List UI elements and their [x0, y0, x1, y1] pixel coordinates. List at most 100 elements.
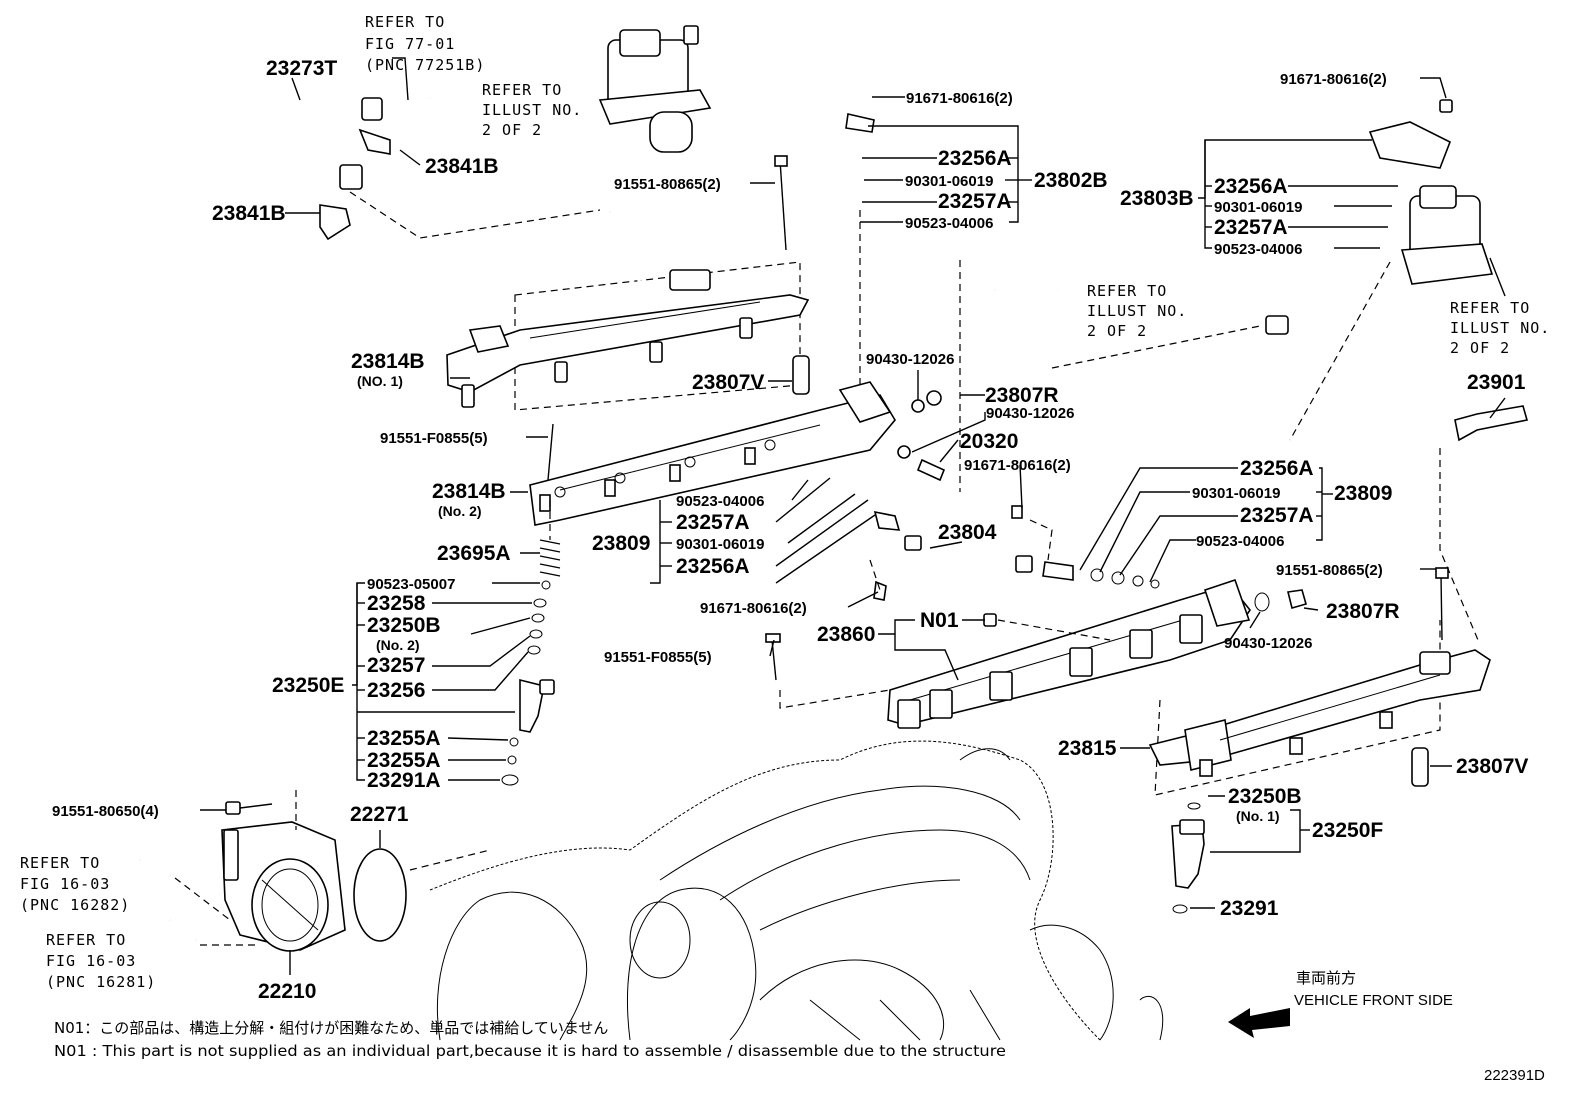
part-23809-left[interactable]: 23809 — [592, 532, 650, 555]
ref-illust-c-line1: REFER TO — [1450, 299, 1530, 317]
part-23257[interactable]: 23257 — [367, 654, 425, 677]
part-23814B-no1[interactable]: 23814B — [351, 350, 425, 373]
vehicle-front-arrow — [1228, 1008, 1290, 1038]
part-23258[interactable]: 23258 — [367, 592, 426, 615]
part-23250B-no1[interactable]: 23250B — [1228, 785, 1302, 808]
ref-illust-a-line2: ILLUST NO. — [482, 101, 582, 119]
ref-illust-a-line1: REFER TO — [482, 81, 562, 99]
fuel-pump-top-drawing — [598, 25, 875, 400]
part-23257A-top[interactable]: 23257A — [938, 190, 1012, 213]
part-23291A[interactable]: 23291A — [367, 769, 441, 792]
part-23807V-right[interactable]: 23807V — [1456, 755, 1528, 778]
part-23814B-no2-sub: (No. 2) — [438, 503, 482, 519]
part-90523-05007[interactable]: 90523-05007 — [367, 576, 455, 593]
part-90523-04006-right2[interactable]: 90523-04006 — [1196, 533, 1284, 550]
part-23256A-mid[interactable]: 23256A — [676, 555, 750, 578]
fuel-pump-right-drawing — [1051, 99, 1529, 641]
part-23807R-mid[interactable]: 23807R — [985, 384, 1059, 407]
part-91671-80616-low[interactable]: 91671-80616(2) — [700, 600, 807, 617]
part-23815[interactable]: 23815 — [1058, 737, 1117, 760]
ref-fig16-a-line2: FIG 16-03 — [20, 875, 110, 893]
part-23803B[interactable]: 23803B — [1120, 187, 1194, 210]
part-90523-04006-mid[interactable]: 90523-04006 — [676, 493, 764, 510]
throttle-body-drawing — [138, 790, 491, 952]
hose-ref-drawing — [991, 287, 1063, 323]
fuel-rail-no1-drawing — [446, 155, 810, 411]
part-91551-F0855-a[interactable]: 91551-F0855(5) — [380, 430, 488, 447]
part-23695A[interactable]: 23695A — [437, 542, 511, 565]
ref-illust-b-line2: ILLUST NO. — [1087, 302, 1187, 320]
part-23901[interactable]: 23901 — [1467, 371, 1526, 394]
part-23841B-lower[interactable]: 23841B — [212, 202, 286, 225]
ref-fig77-line3: (PNC 77251B) — [365, 56, 485, 74]
part-91551-F0855-b[interactable]: 91551-F0855(5) — [604, 649, 712, 666]
part-23250B-no1-sub: (No. 1) — [1236, 808, 1280, 824]
part-90301-06019-mid[interactable]: 90301-06019 — [676, 536, 764, 553]
part-23256A-right[interactable]: 23256A — [1214, 175, 1288, 198]
part-23256[interactable]: 23256 — [367, 679, 425, 702]
ref-illust-c-line2: ILLUST NO. — [1450, 319, 1550, 337]
part-90523-04006-right[interactable]: 90523-04006 — [1214, 241, 1302, 258]
part-20320[interactable]: 20320 — [960, 430, 1018, 453]
part-23255A-b[interactable]: 23255A — [367, 749, 441, 772]
part-23257A-mid[interactable]: 23257A — [676, 511, 750, 534]
part-90301-06019-right[interactable]: 90301-06019 — [1214, 199, 1302, 216]
part-90301-06019-top[interactable]: 90301-06019 — [905, 173, 993, 190]
part-23841B-upper[interactable]: 23841B — [425, 155, 499, 178]
part-23814B-no1-sub: (NO. 1) — [357, 373, 403, 389]
note-n01-en: N01 : This part is not supplied as an in… — [54, 1042, 1006, 1060]
part-22271[interactable]: 22271 — [350, 803, 409, 826]
ref-illust-c-line3: 2 OF 2 — [1450, 339, 1510, 357]
vehicle-front-jp: 車両前方 — [1296, 970, 1356, 987]
part-23250E[interactable]: 23250E — [272, 674, 344, 697]
ref-fig16-b-line3: (PNC 16281) — [46, 973, 156, 991]
part-labels: REFER TO FIG 77-01 (PNC 77251B) 23273T 2… — [20, 13, 1550, 1084]
part-23291[interactable]: 23291 — [1220, 897, 1279, 920]
hose-23273T-drawing — [263, 90, 601, 241]
ref-fig16-b-line1: REFER TO — [46, 931, 126, 949]
part-23860[interactable]: 23860 — [817, 623, 875, 646]
part-91671-80616-top[interactable]: 91671-80616(2) — [906, 90, 1013, 107]
part-23807R-right[interactable]: 23807R — [1326, 600, 1400, 623]
ref-illust-b-line3: 2 OF 2 — [1087, 322, 1147, 340]
part-22210[interactable]: 22210 — [258, 980, 316, 1003]
part-23256A-right2[interactable]: 23256A — [1240, 457, 1314, 480]
part-23802B[interactable]: 23802B — [1034, 169, 1108, 192]
drawing-layer — [138, 25, 1529, 1041]
ref-fig16-a-line1: REFER TO — [20, 854, 100, 872]
part-91551-80865-right[interactable]: 91551-80865(2) — [1276, 562, 1383, 579]
part-23257A-right2[interactable]: 23257A — [1240, 504, 1314, 527]
leader-lines — [200, 57, 1506, 975]
part-90430-12026-right[interactable]: 90430-12026 — [1224, 635, 1312, 652]
rail-23860-drawing — [765, 578, 1307, 729]
part-23807V-left[interactable]: 23807V — [692, 371, 764, 394]
part-91551-80865-top[interactable]: 91551-80865(2) — [614, 176, 721, 193]
ref-illust-a-line3: 2 OF 2 — [482, 121, 542, 139]
part-23814B-no2[interactable]: 23814B — [432, 480, 506, 503]
part-23250B-no2-sub: (No. 2) — [376, 637, 420, 653]
part-90301-06019-right2[interactable]: 90301-06019 — [1192, 485, 1280, 502]
part-23256A-top[interactable]: 23256A — [938, 147, 1012, 170]
part-91671-80616-mid[interactable]: 91671-80616(2) — [964, 457, 1071, 474]
part-90430-12026-top[interactable]: 90430-12026 — [866, 351, 954, 368]
part-23809-right[interactable]: 23809 — [1334, 482, 1392, 505]
injector-23250F-drawing — [1171, 802, 1205, 914]
part-23273T[interactable]: 23273T — [266, 57, 337, 80]
rail-23815-drawing — [1148, 567, 1491, 796]
part-90430-12026-mid[interactable]: 90430-12026 — [986, 405, 1074, 422]
part-90523-04006-top[interactable]: 90523-04006 — [905, 215, 993, 232]
part-23804[interactable]: 23804 — [938, 521, 997, 544]
ref-fig16-a-line3: (PNC 16282) — [20, 896, 130, 914]
ref-fig16-b-line2: FIG 16-03 — [46, 952, 136, 970]
part-23255A-a[interactable]: 23255A — [367, 727, 441, 750]
part-N01[interactable]: N01 — [920, 609, 959, 632]
ref-fig77-line1: REFER TO — [365, 13, 445, 31]
part-91671-80616-right[interactable]: 91671-80616(2) — [1280, 71, 1387, 88]
part-23250B-no2[interactable]: 23250B — [367, 614, 441, 637]
part-23257A-right[interactable]: 23257A — [1214, 216, 1288, 239]
ref-fig77-line2: FIG 77-01 — [365, 35, 455, 53]
part-23250F[interactable]: 23250F — [1312, 819, 1383, 842]
part-91551-80650[interactable]: 91551-80650(4) — [52, 803, 159, 820]
vehicle-front-en: VEHICLE FRONT SIDE — [1294, 992, 1453, 1009]
